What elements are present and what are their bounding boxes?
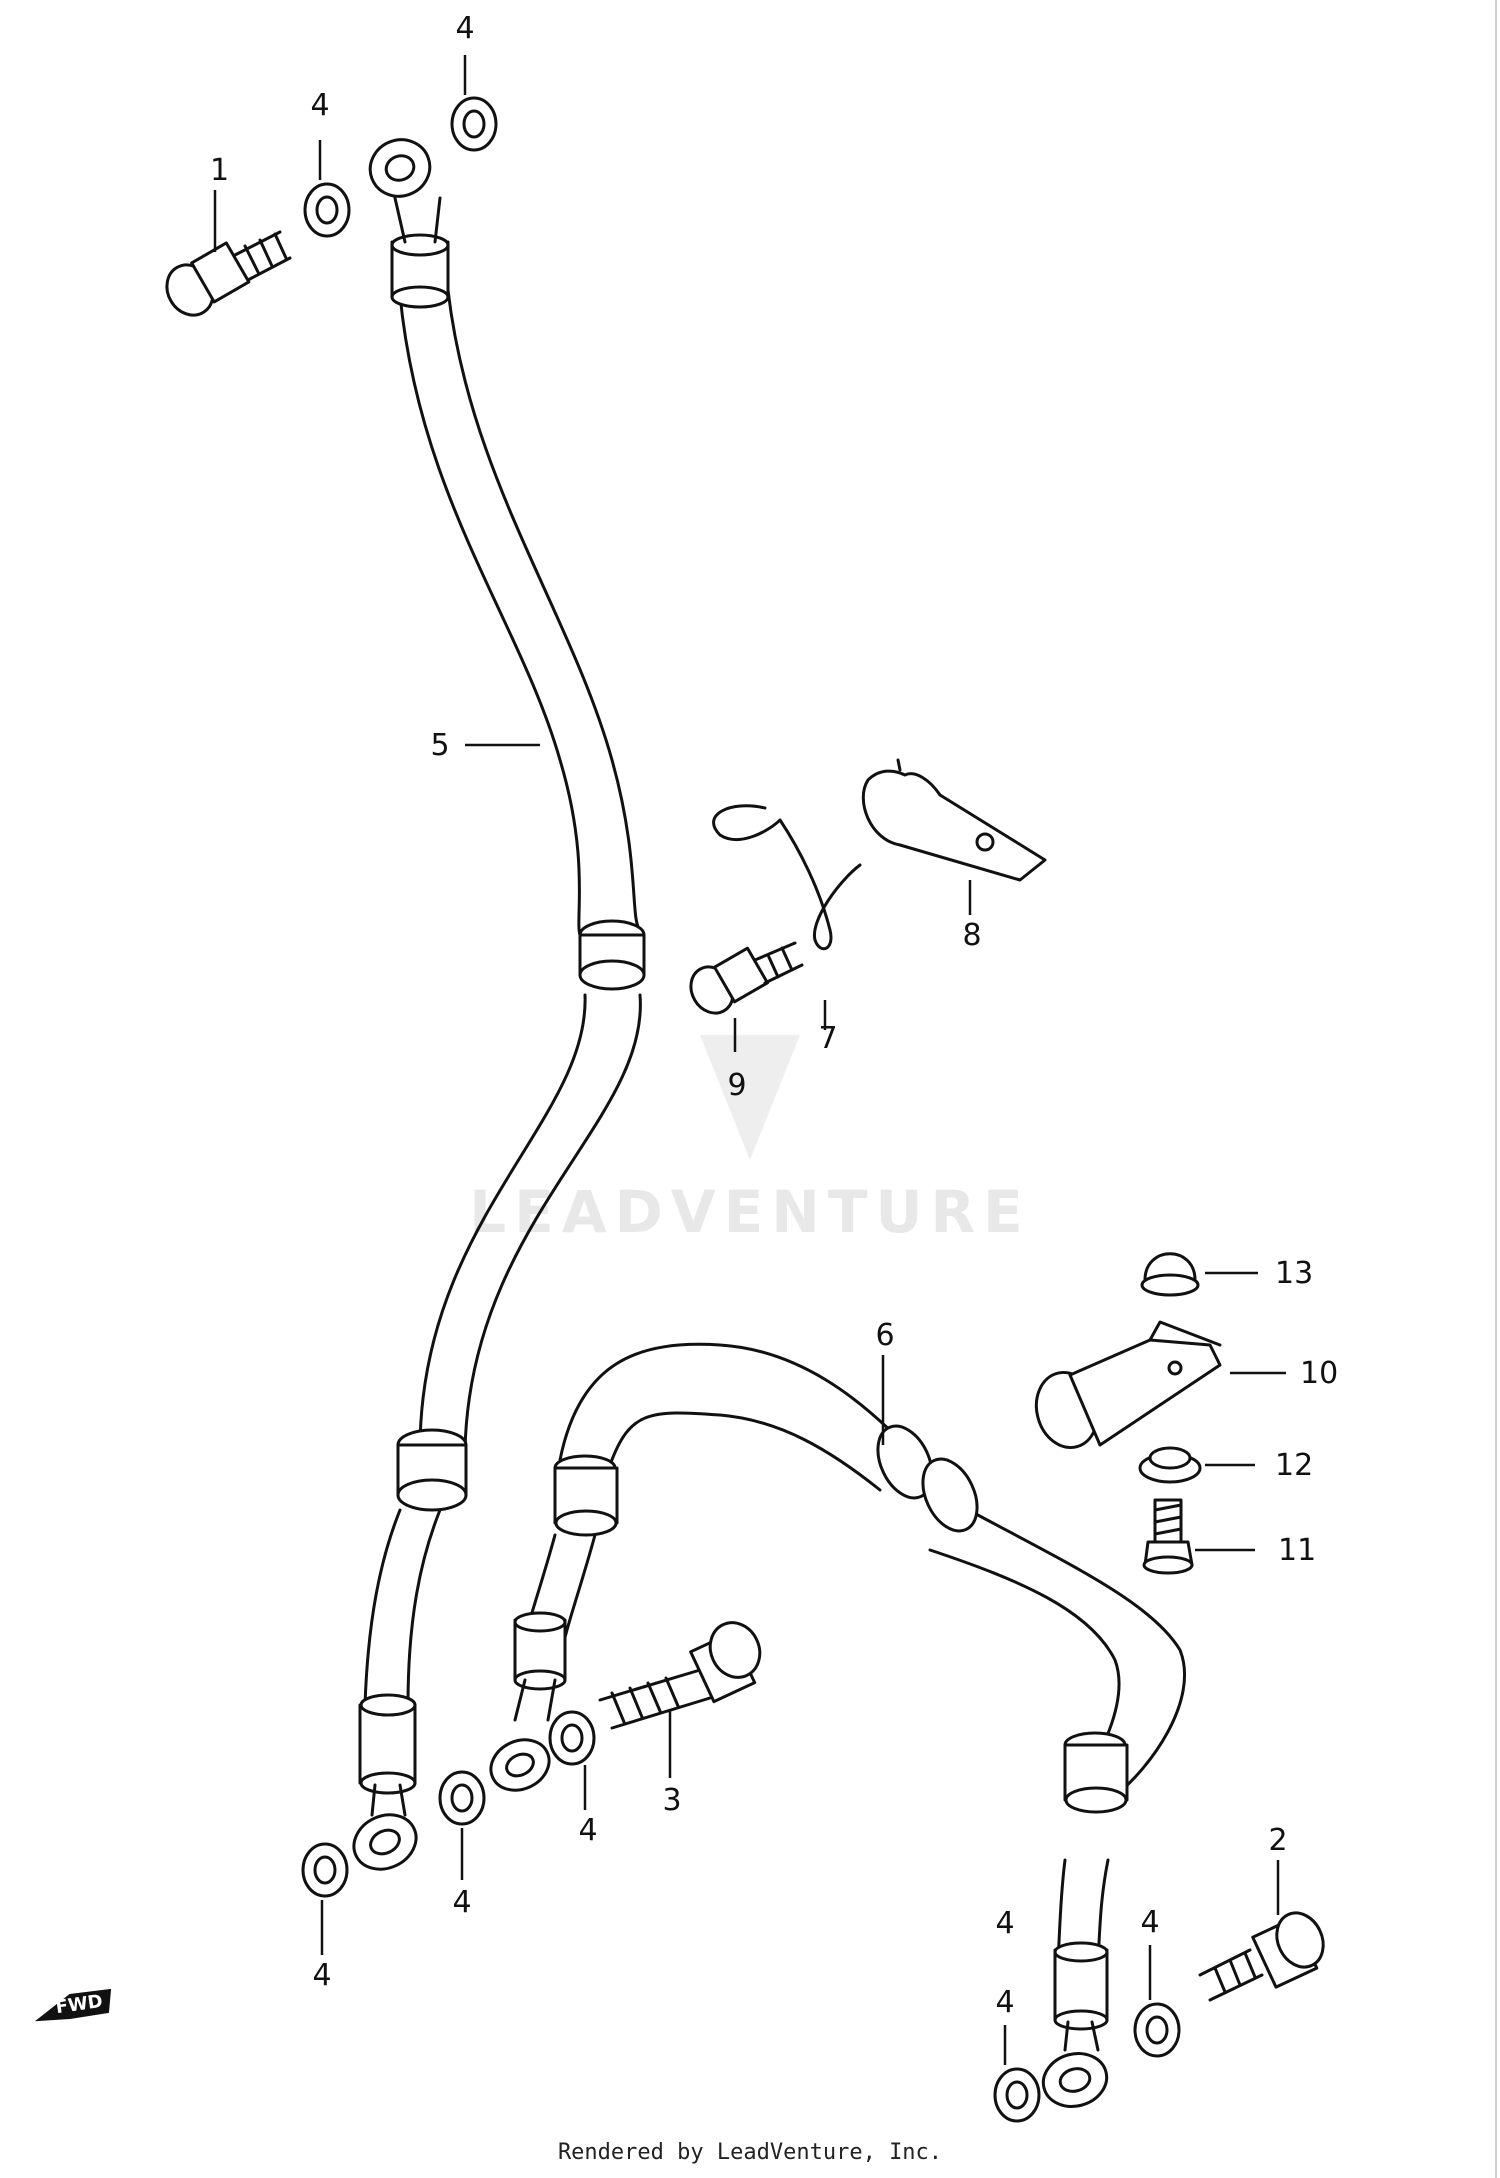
callout-5: 5: [430, 728, 449, 763]
lower-brake-hose: [489, 1342, 1187, 2108]
union-bolt-1: [165, 230, 292, 317]
callout-4e: 4: [578, 1813, 597, 1848]
callout-4d: 4: [452, 1885, 471, 1920]
clamp-10: [1034, 1320, 1222, 1450]
watermark-logo-icon: [700, 1035, 800, 1160]
bolt-11: [1142, 1498, 1194, 1575]
callout-3: 3: [662, 1783, 681, 1818]
callout-12: 12: [1275, 1448, 1313, 1483]
callout-4h: 4: [995, 1906, 1014, 1941]
callout-labels: 1 2 3 4 4 4 4 4 4 4 4 5 6 7 8 9 10 11 12…: [210, 11, 1338, 2020]
watermark-text: LEADVENTURE: [469, 1178, 1031, 1246]
callout-9: 9: [727, 1068, 746, 1103]
callout-11: 11: [1278, 1533, 1316, 1568]
washers-4: [301, 96, 1181, 2123]
callout-1: 1: [210, 153, 229, 188]
callout-8: 8: [962, 918, 981, 953]
callout-2: 2: [1268, 1823, 1287, 1858]
render-credit: Rendered by LeadVenture, Inc.: [557, 2140, 943, 2165]
callout-4f: 4: [1140, 1905, 1159, 1940]
forward-arrow-icon: FWD: [34, 1988, 112, 2022]
callout-4a: 4: [455, 11, 474, 46]
leader-lines: [213, 55, 1286, 2065]
clip-7: [712, 804, 862, 951]
page-edge-line: [1495, 0, 1497, 2178]
union-bolt-3: [598, 1621, 762, 1730]
leadventure-watermark: LEADVENTURE: [469, 1035, 1031, 1246]
callout-4b: 4: [310, 88, 329, 123]
callout-7: 7: [818, 1021, 837, 1056]
clamp-8: [861, 758, 1047, 882]
callout-13: 13: [1275, 1256, 1313, 1291]
callout-4c: 4: [312, 1958, 331, 1993]
cap-nut-13: [1140, 1252, 1200, 1297]
washer-12: [1138, 1446, 1202, 1484]
upper-brake-hose: [352, 138, 646, 1871]
callout-6: 6: [875, 1318, 894, 1353]
union-bolt-2: [1198, 1911, 1325, 2002]
callout-4g: 4: [995, 1985, 1014, 2020]
bolt-9: [689, 941, 804, 1015]
callout-10: 10: [1300, 1356, 1338, 1391]
